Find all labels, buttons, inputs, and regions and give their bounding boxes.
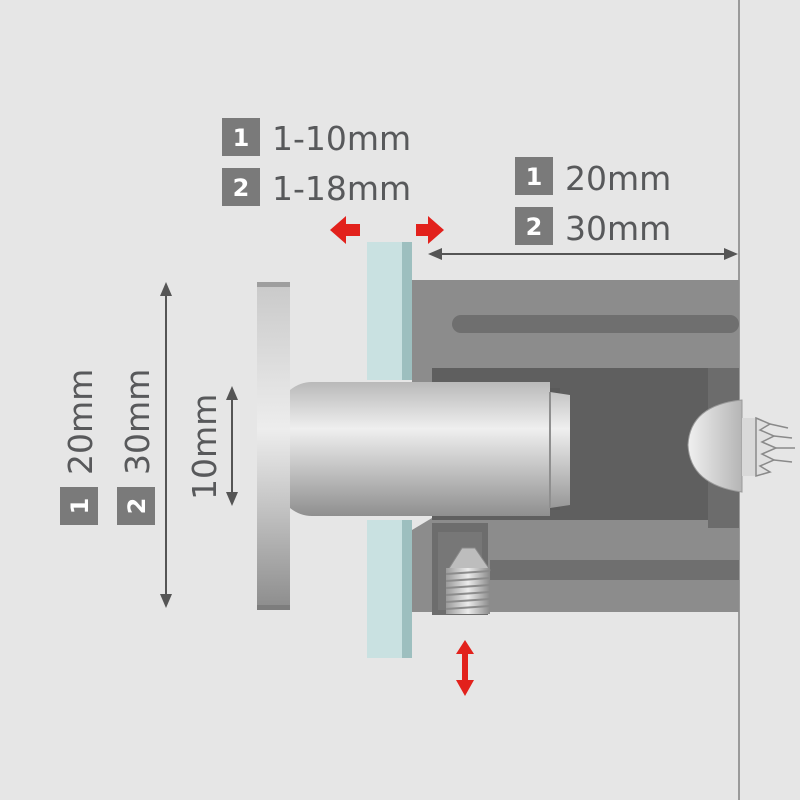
cap-head <box>257 282 290 610</box>
badge <box>222 168 260 206</box>
badge <box>117 487 155 525</box>
badge-number: 1 <box>526 163 543 191</box>
shaft <box>290 382 570 516</box>
standoff-length-option-1: 20mm <box>565 159 671 198</box>
wall-screw <box>687 399 795 493</box>
glass-thickness-option-1: 1-10mm <box>272 119 411 158</box>
grub-screw <box>432 523 491 615</box>
red-arrow-up-down-icon <box>456 640 474 696</box>
glass-thickness-option-2: 1-18mm <box>272 169 411 208</box>
standoff-length-arrow <box>428 248 738 260</box>
badge-number: 1 <box>233 124 250 152</box>
grub-adjust-arrow <box>456 640 474 696</box>
badge-number: 2 <box>526 213 543 241</box>
cap-diameter-labels: 1 20mm 2 30mm <box>60 369 157 525</box>
standoff-length-labels: 1 20mm 2 30mm <box>515 157 671 248</box>
badge-number: 2 <box>123 498 151 515</box>
glass-panel <box>367 242 412 658</box>
cap-diameter-option-2: 30mm <box>118 369 157 475</box>
standoff-length-option-2: 30mm <box>565 209 671 248</box>
badge <box>515 207 553 245</box>
glass-thickness-labels: 1 1-10mm 2 1-18mm <box>222 118 411 208</box>
badge <box>515 157 553 195</box>
shaft-diameter-label: 10mm <box>185 394 224 500</box>
red-arrow-right-icon <box>416 216 444 244</box>
glass-thickness-arrows <box>330 216 444 244</box>
cap-diameter-option-1: 20mm <box>61 369 100 475</box>
red-arrow-left-icon <box>330 216 360 244</box>
shaft-diameter-arrow <box>226 386 238 506</box>
badge <box>60 487 98 525</box>
cap-diameter-arrow <box>160 282 172 608</box>
badge <box>222 118 260 156</box>
badge-number: 2 <box>233 174 250 202</box>
badge-number: 1 <box>66 498 94 515</box>
